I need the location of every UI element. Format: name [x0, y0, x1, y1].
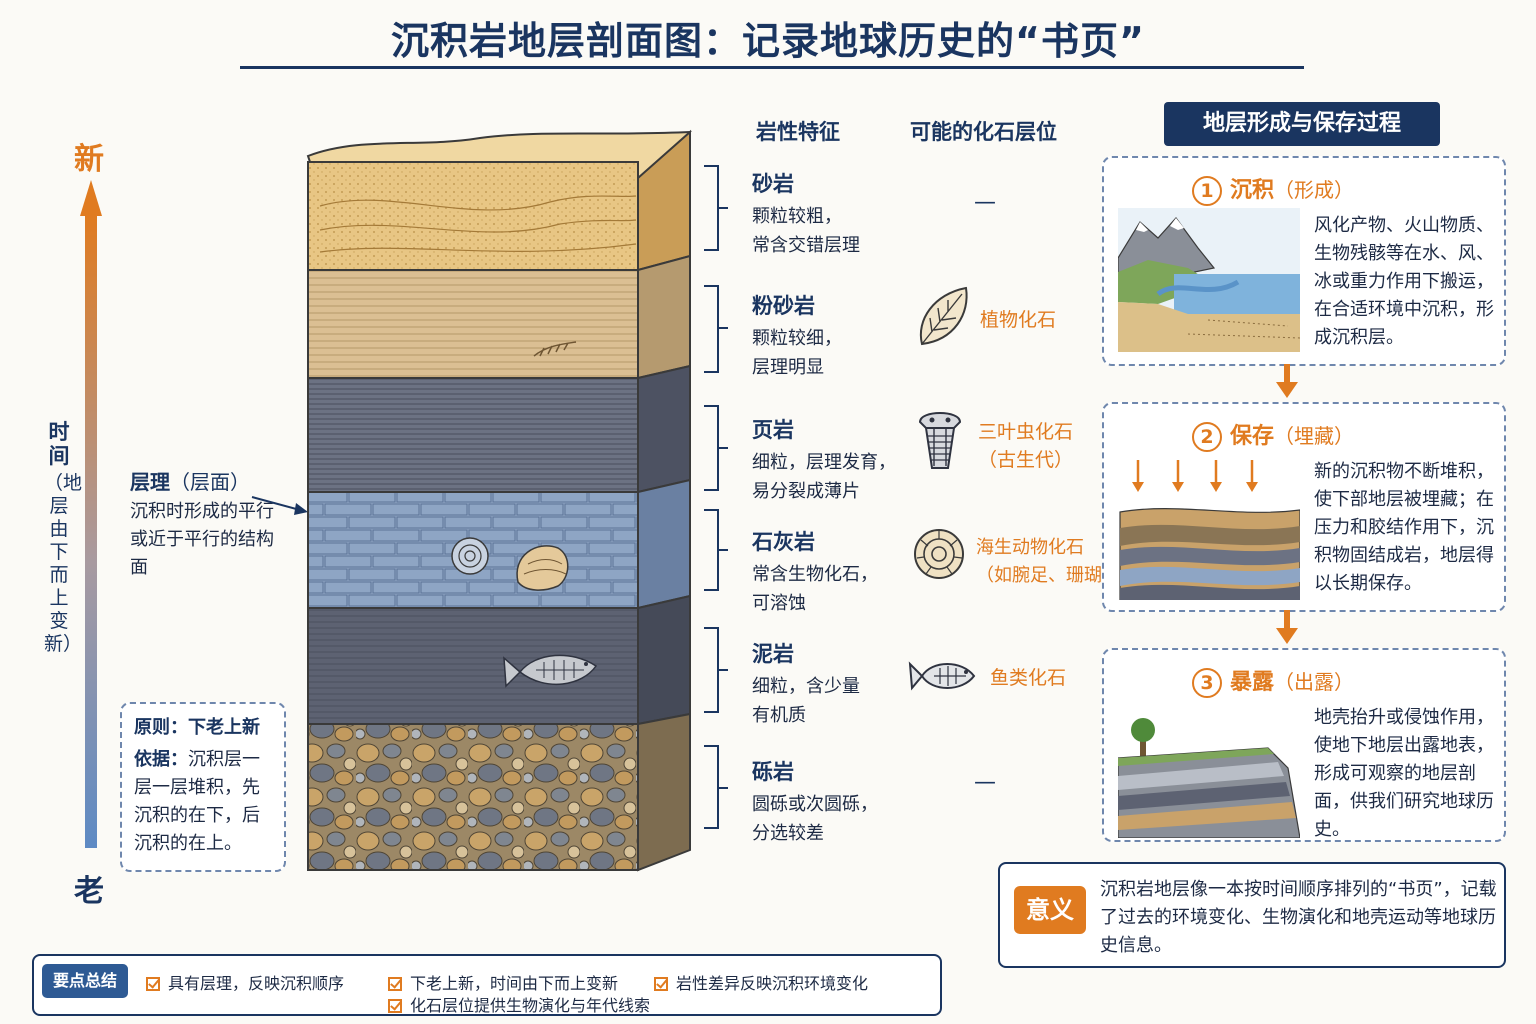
step-subtitle: （出露） [1274, 670, 1355, 694]
summary-item: 化石层位提供生物演化与年代线索 [388, 992, 650, 1016]
title-underline [240, 66, 1304, 69]
step-heading: 1 沉积（形成） [1192, 172, 1354, 206]
fossil-none-sandstone: — [974, 190, 996, 215]
ammonite-icon [914, 529, 964, 579]
principle-box: 原则：下老上新 依据：沉积层一层一层堆积，先沉积的在下，后沉积的在上。 [120, 702, 286, 872]
step-number: 2 [1192, 422, 1222, 452]
meaning-text: 沉积岩地层像一本按时间顺序排列的“书页”，记载了过去的环境变化、生物演化和地壳运… [1100, 879, 1497, 956]
checkbox-icon [388, 977, 402, 991]
layer-text-line1: 常含生物化石， [752, 564, 878, 585]
step-text: 地壳抬升或侵蚀作用，使地下地层出露地表，形成可观察的地层剖面，供我们研究地球历史… [1314, 707, 1494, 840]
exposure-illustration-icon [1118, 718, 1300, 838]
fish-fossil-icon [908, 661, 976, 691]
fossil-label-limestone-main: 海生动物化石 [976, 537, 1084, 558]
summary-item: 具有层理，反映沉积顺序 [146, 970, 344, 994]
step-title: 保存 [1230, 424, 1275, 449]
layer-name: 粉砂岩 [752, 294, 815, 318]
meaning-box: 意义 沉积岩地层像一本按时间顺序排列的“书页”，记载了过去的环境变化、生物演化和… [998, 862, 1506, 968]
time-axis-label: 时间 （地层由下而上变新） [44, 420, 83, 656]
layer-text-line2: 可溶蚀 [752, 593, 806, 614]
fossil-label-shale-sub: （古生代） [978, 449, 1074, 471]
fossil-column-header: 可能的化石层位 [910, 120, 1057, 144]
process-step-preservation: 2 保存（埋藏） 新的沉积物不断堆积，使下部地层被埋藏；在压力和胶结作用下，沉积物… [1102, 402, 1506, 612]
step-subtitle: （形成） [1274, 178, 1355, 202]
summary-bar: 要点总结 具有层理，反映沉积顺序 下老上新，时间由下而上变新 岩性差异反映沉积环… [32, 954, 942, 1016]
step-subtitle: （埋藏） [1274, 424, 1355, 448]
layer-name: 砾岩 [752, 760, 794, 784]
layer-desc-shale: 页岩 细粒，层理发育， 易分裂成薄片 [752, 414, 902, 506]
bedding-title-note: （层面） [170, 470, 250, 494]
page-title: 沉积岩地层剖面图：记录地球历史的“书页” [391, 19, 1145, 63]
layer-text-line2: 分选较差 [752, 823, 824, 844]
time-axis-note: （地层由下而上变新） [44, 472, 83, 655]
summary-item: 岩性差异反映沉积环境变化 [654, 970, 868, 994]
brachiopod-fossil-mark-icon [516, 545, 569, 591]
process-step-exposure: 3 暴露（出露） 地壳抬升或侵蚀作用，使地下地层出露地表，形成可观察的地层剖面，供… [1102, 648, 1506, 842]
fossil-label-limestone: 海生动物化石 （如腕足、珊瑚） [976, 534, 1120, 590]
step-heading: 2 保存（埋藏） [1192, 418, 1354, 452]
layer-text-line1: 细粒，含少量 [752, 676, 860, 697]
layer-name: 泥岩 [752, 642, 794, 666]
step-text: 风化产物、火山物质、生物残骸等在水、风、冰或重力作用下搬运，在合适环境中沉积，形… [1314, 215, 1494, 348]
down-arrow-icon [1276, 364, 1298, 398]
layer-desc-conglomerate: 砾岩 圆砾或次圆砾， 分选较差 [752, 756, 902, 848]
step-number: 1 [1192, 176, 1222, 206]
principle-basis-text: 沉积层一层一层堆积，先沉积的在下，后沉积的在上。 [134, 749, 260, 854]
principle-title: 原则：下老上新 [134, 717, 260, 738]
time-old-label: 老 [74, 874, 104, 909]
summary-badge: 要点总结 [42, 964, 128, 998]
layer-text-line2: 层理明显 [752, 357, 824, 378]
step-number: 3 [1192, 668, 1222, 698]
layer-name: 砂岩 [752, 172, 794, 196]
fossil-label-siltstone: 植物化石 [980, 309, 1057, 331]
time-new-label: 新 [74, 142, 104, 177]
time-axis-title: 时间 [48, 420, 70, 468]
trilobite-icon [918, 412, 962, 469]
layer-text-line1: 细粒，层理发育， [752, 452, 896, 473]
bedding-desc: 沉积时形成的平行或近于平行的结构面 [130, 501, 274, 578]
layer-desc-mudstone: 泥岩 细粒，含少量 有机质 [752, 638, 902, 730]
strata-block [306, 129, 692, 872]
layer-text-line2: 有机质 [752, 705, 806, 726]
process-header: 地层形成与保存过程 [1164, 102, 1440, 146]
fossil-none-conglomerate: — [974, 770, 996, 795]
checkbox-icon [388, 999, 402, 1013]
layer-text-line2: 常含交错层理 [752, 235, 860, 256]
leaf-fossil-icon [919, 286, 968, 346]
layer-brackets [704, 165, 728, 829]
process-step-deposition: 1 沉积（形成） 风化产物、火山物质、生物残骸等在水、风、冰或重力作用下搬运，在合… [1102, 156, 1506, 366]
checkbox-icon [146, 977, 160, 991]
fern-fossil-mark-icon [533, 341, 577, 357]
step-heading: 3 暴露（出露） [1192, 664, 1354, 698]
ammonite-fossil-mark-icon [451, 537, 489, 575]
lithology-column-header: 岩性特征 [756, 120, 840, 144]
meaning-badge: 意义 [1014, 886, 1086, 934]
checkbox-icon [654, 977, 668, 991]
fossil-label-mudstone: 鱼类化石 [990, 667, 1067, 689]
time-arrow-icon [80, 180, 102, 848]
layer-desc-limestone: 石灰岩 常含生物化石， 可溶蚀 [752, 526, 902, 618]
step-title: 暴露 [1230, 670, 1275, 695]
step-text: 新的沉积物不断堆积，使下部地层被埋藏；在压力和胶结作用下，沉积物固结成岩，地层得… [1314, 461, 1494, 594]
burial-illustration-icon [1119, 460, 1300, 600]
layer-text-line2: 易分裂成薄片 [752, 481, 860, 502]
layer-text-line1: 圆砾或次圆砾， [752, 794, 878, 815]
bedding-pointer-arrow-icon [251, 496, 308, 515]
down-arrow-icon [1276, 610, 1298, 644]
layer-text-line1: 颗粒较粗， [752, 206, 842, 227]
layer-text-line1: 颗粒较细， [752, 328, 842, 349]
fish-fossil-mark-icon [503, 654, 598, 688]
layer-desc-sandstone: 砂岩 颗粒较粗， 常含交错层理 [752, 168, 902, 260]
summary-item: 下老上新，时间由下而上变新 [388, 970, 618, 994]
step-title: 沉积 [1230, 178, 1275, 203]
fossil-label-limestone-sub: （如腕足、珊瑚） [976, 565, 1120, 586]
principle-basis-label: 依据： [134, 749, 188, 770]
layer-name: 页岩 [752, 418, 794, 442]
layer-desc-siltstone: 粉砂岩 颗粒较细， 层理明显 [752, 290, 902, 382]
layer-name: 石灰岩 [752, 530, 815, 554]
deposition-illustration-icon [1118, 208, 1300, 352]
bedding-title: 层理（层面） [130, 470, 250, 494]
fossil-label-shale-main: 三叶虫化石 [978, 421, 1074, 443]
fossil-label-shale: 三叶虫化石 （古生代） [978, 418, 1073, 474]
